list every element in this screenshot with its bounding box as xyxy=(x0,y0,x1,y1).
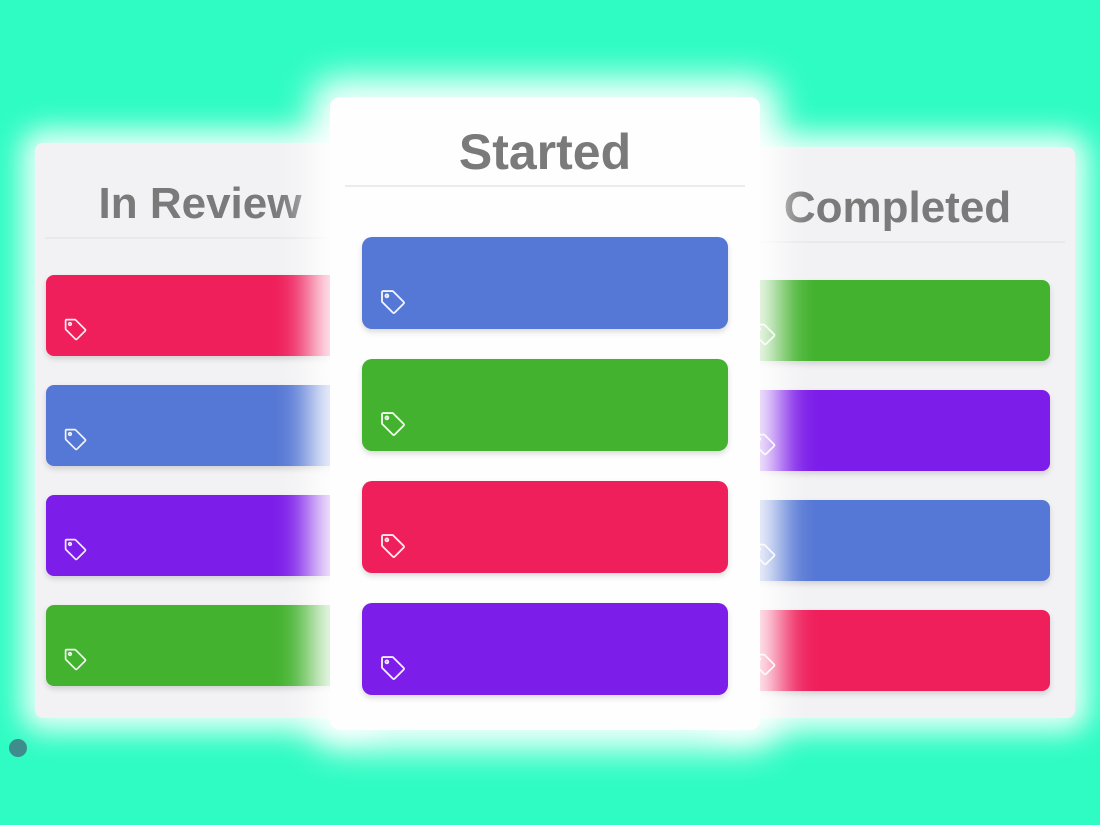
tag-icon xyxy=(381,656,405,680)
tag-icon xyxy=(64,318,87,341)
task-card-purple[interactable] xyxy=(362,603,728,695)
task-card-green[interactable] xyxy=(735,280,1050,361)
tag-icon xyxy=(64,428,87,451)
card-list-completed xyxy=(720,280,1075,691)
task-card-blue[interactable] xyxy=(735,500,1050,581)
column-started: Started xyxy=(330,97,760,730)
task-card-purple[interactable] xyxy=(735,390,1050,471)
task-card-blue[interactable] xyxy=(46,385,345,466)
column-title-in-review: In Review xyxy=(45,143,355,239)
task-card-green[interactable] xyxy=(362,359,728,451)
tag-icon xyxy=(64,648,87,671)
tag-icon xyxy=(381,412,405,436)
task-card-red[interactable] xyxy=(46,275,345,356)
task-card-blue[interactable] xyxy=(362,237,728,329)
task-card-purple[interactable] xyxy=(46,495,345,576)
tag-icon xyxy=(381,290,405,314)
tag-icon xyxy=(64,538,87,561)
column-title-completed: Completed xyxy=(730,147,1065,243)
task-card-green[interactable] xyxy=(46,605,345,686)
task-card-red[interactable] xyxy=(362,481,728,573)
task-card-red[interactable] xyxy=(735,610,1050,691)
column-completed: Completed xyxy=(720,147,1075,718)
column-title-started: Started xyxy=(345,97,745,187)
column-in-review: In Review xyxy=(35,143,365,718)
tag-icon xyxy=(381,534,405,558)
pointer-dot xyxy=(9,739,27,757)
card-list-started xyxy=(330,237,760,695)
card-list-in-review xyxy=(35,275,365,686)
